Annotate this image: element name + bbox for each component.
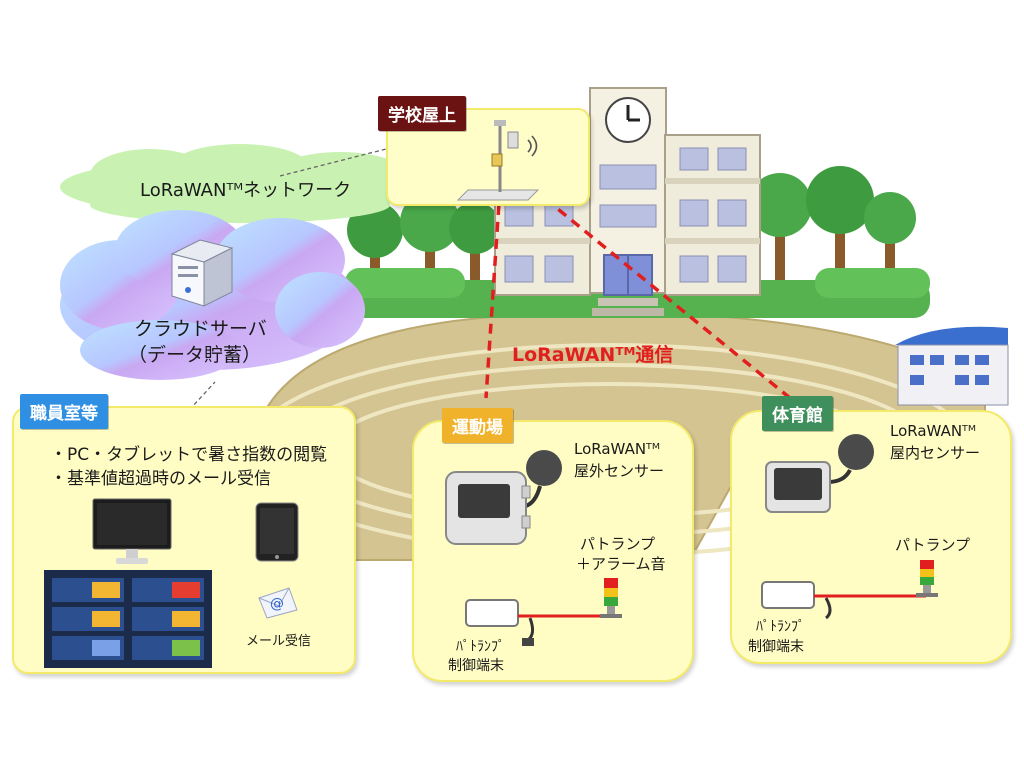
trees-left [347,192,501,280]
field-lamp-alarm-label: ＋アラーム音 [576,555,666,573]
trees-right [748,166,916,280]
field-lamp-label: パトランプ [580,535,656,553]
gym-building [895,326,1009,406]
svg-text:@: @ [270,596,284,612]
dashboard-screenshot [44,570,212,668]
outdoor-sensor-icon [445,450,562,545]
school-building [494,87,761,316]
gym-sensor-name: LoRaWANᵀᴹ [890,422,976,440]
monitor-icon [92,498,172,564]
gym-ctrl-type: 制御端末 [748,639,804,655]
field-sensor-name: LoRaWANᵀᴹ [574,440,660,458]
network-connector [279,147,391,177]
field-tag: 運動場 [442,408,513,443]
office-bullet-1: ・PC・タブレットで暑さ指数の閲覧 [50,445,328,465]
lorawan-links [484,186,792,400]
field-lamp-system-icon [465,578,622,646]
rooftop-panel [386,108,590,206]
indoor-sensor-icon [765,434,874,513]
office-bullet-2: ・基準値超過時のメール受信 [50,469,271,489]
field-ctrl-name: ﾊﾟﾄﾗﾝﾌﾟ [456,639,505,655]
gym-ctrl-name: ﾊﾟﾄﾗﾝﾌﾟ [756,619,805,635]
cloud-label-line1: クラウドサーバ [134,318,267,340]
gym-lamp-label: パトランプ [895,536,971,554]
gym-tag: 体育館 [762,396,833,431]
gym-lamp-system-icon [761,560,938,620]
tablet-icon [255,502,299,562]
comm-label: LoRaWANᵀᴹ通信 [512,344,674,366]
gym-sensor-type: 屋内センサー [890,444,981,462]
network-label: LoRaWANᵀᴹネットワーク [140,180,352,201]
field-ctrl-type: 制御端末 [448,658,504,674]
server-cloud [60,210,365,380]
mail-label: メール受信 [246,634,312,649]
antenna-icon [456,120,540,201]
cloud-label-line2: （データ貯蓄） [128,344,262,366]
field-sensor-type: 屋外センサー [574,462,665,480]
mail-icon: @ [258,587,298,619]
office-tag: 職員室等 [20,394,108,429]
rooftop-tag: 学校屋上 [378,96,466,131]
server-icon [170,239,234,307]
